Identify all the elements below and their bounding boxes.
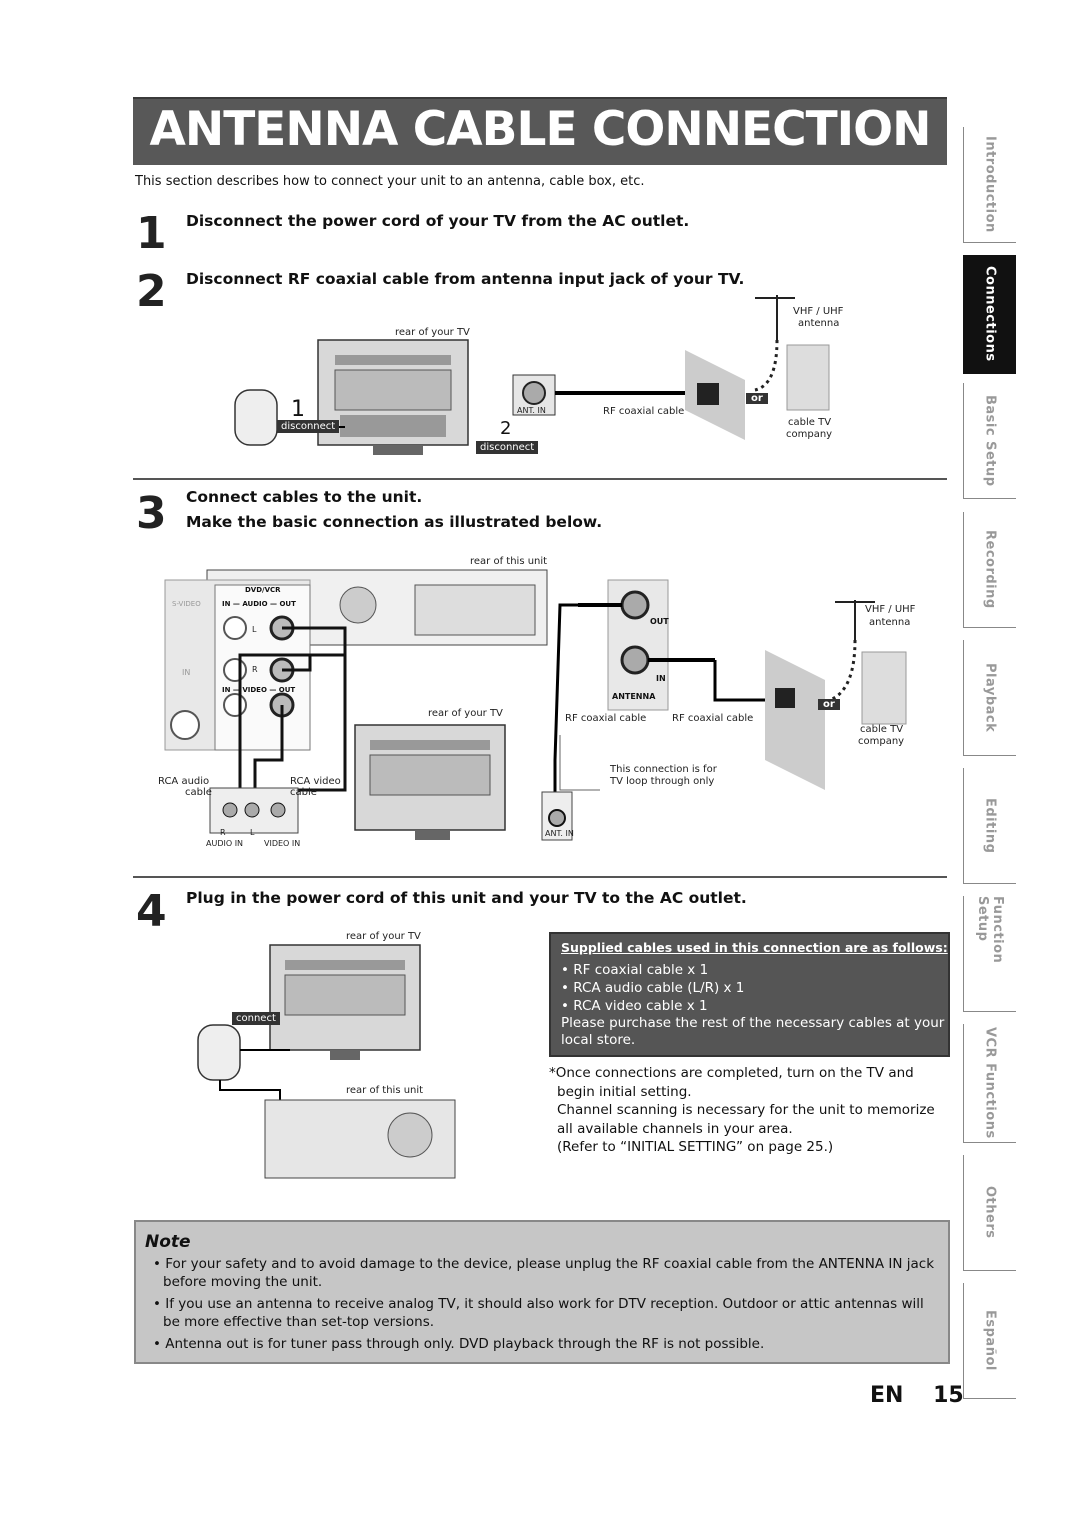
step-3-line2: Make the basic connection as illustrated…	[186, 513, 603, 531]
cable-tv-building-icon-2	[861, 651, 907, 725]
supplied-purchase-note: Please purchase the rest of the necessar…	[561, 1015, 945, 1048]
step-2-text: Disconnect RF coaxial cable from antenna…	[186, 270, 745, 288]
supplied-item-2: • RCA audio cable (L/R) x 1	[561, 980, 745, 996]
wall-outlet-icon	[234, 389, 278, 446]
video-in-label: VIDEO IN	[264, 839, 301, 848]
rear-tv-label-2: rear of your TV	[428, 708, 503, 719]
loop-note-line1: This connection is for	[610, 764, 717, 775]
side-tab-basic-setup[interactable]: Basic Setup	[963, 383, 1016, 499]
note-title: Note	[145, 1232, 191, 1252]
title-banner	[133, 97, 947, 165]
step-4-number: 4	[136, 886, 167, 937]
rear-tv-label-3: rear of your TV	[346, 931, 421, 942]
rca-video-label-1: RCA video	[290, 776, 341, 787]
audio-in-label: AUDIO IN	[206, 839, 244, 848]
or-tag-1: or	[746, 393, 768, 404]
side-tab-function-setup[interactable]: Function Setup	[963, 896, 1016, 1012]
antenna-label-1: antenna	[798, 318, 840, 329]
r-small-label: R	[220, 828, 226, 837]
after-line-4: all available channels in your area.	[557, 1120, 793, 1137]
ant-in-label-2: ANT. IN	[545, 829, 574, 838]
callout-2: 2	[500, 418, 512, 439]
after-line-3: Channel scanning is necessary for the un…	[557, 1102, 935, 1118]
side-tab-playback[interactable]: Playback	[963, 640, 1016, 756]
wall-plate-icon-2	[765, 650, 825, 790]
company-label-1: company	[786, 429, 833, 440]
power-connection-diagram	[197, 944, 456, 1179]
intro-text: This section describes how to connect yo…	[135, 174, 645, 189]
wall-outlet-icon-2	[197, 1024, 241, 1081]
out-label: OUT	[650, 617, 669, 626]
divider-1	[133, 478, 947, 480]
after-line-5: (Refer to “INITIAL SETTING” on page 25.)	[557, 1139, 834, 1155]
side-tab-others[interactable]: Others	[963, 1155, 1016, 1271]
supplied-cables-box: Supplied cables used in this connection …	[549, 932, 950, 1057]
rca-audio-label-1: RCA audio	[158, 776, 210, 787]
supplied-heading: Supplied cables used in this connection …	[561, 940, 948, 955]
step-4-text: Plug in the power cord of this unit and …	[186, 889, 747, 907]
vhf-label-1: VHF / UHF	[793, 306, 844, 317]
note-item-1: • For your safety and to avoid damage to…	[153, 1256, 935, 1290]
side-tab-recording[interactable]: Recording	[963, 512, 1016, 628]
note-list: • For your safety and to avoid damage to…	[145, 1255, 937, 1353]
side-tab-vcr-functions[interactable]: VCR Functions	[963, 1024, 1016, 1143]
disconnect-tag-2: disconnect	[476, 441, 539, 454]
in-label-2: IN	[656, 674, 666, 683]
cable-tv-building-icon	[786, 344, 830, 411]
step-2-number: 2	[136, 266, 167, 317]
disconnect-diagram	[234, 295, 830, 455]
basic-connection-diagram	[164, 569, 907, 841]
rf-cable-label-1: RF coaxial cable	[603, 406, 685, 417]
cable-tv-label-1: cable TV	[788, 417, 832, 428]
rear-unit-label-3: rear of this unit	[346, 1085, 424, 1096]
note-item-3: • Antenna out is for tuner pass through …	[153, 1336, 765, 1352]
after-line-2: begin initial setting.	[557, 1083, 692, 1100]
ant-in-label-1: ANT. IN	[517, 406, 546, 415]
l-small-label: L	[250, 828, 255, 837]
rca-audio-label-2: cable	[185, 787, 212, 798]
audio-row-label: IN — AUDIO — OUT	[222, 600, 296, 608]
step-3-number: 3	[136, 488, 167, 539]
disconnect-tag-1: disconnect	[277, 420, 340, 433]
rear-unit-label-2: rear of this unit	[470, 556, 548, 567]
video-row-label: IN — VIDEO — OUT	[222, 686, 296, 694]
company-label-2: company	[858, 736, 905, 747]
loop-note-line2: TV loop through only	[610, 776, 715, 787]
note-item-2: • If you use an antenna to receive analo…	[153, 1296, 924, 1330]
or-tag-2: or	[818, 699, 840, 710]
page-footer: EN 15	[870, 1383, 964, 1408]
r-label: R	[252, 665, 258, 674]
page-title: ANTENNA CABLE CONNECTION	[149, 102, 932, 157]
after-line-1: *Once connections are completed, turn on…	[549, 1065, 914, 1081]
supplied-item-1: • RF coaxial cable x 1	[561, 962, 709, 978]
rf-cable-label-2a: RF coaxial cable	[565, 713, 647, 724]
note-box	[134, 1220, 950, 1364]
page-number: 15	[933, 1383, 964, 1408]
vhf-label-2: VHF / UHF	[865, 604, 916, 615]
l-label: L	[252, 625, 257, 634]
rf-cable-label-2b: RF coaxial cable	[672, 713, 754, 724]
side-tab-connections[interactable]: Connections	[963, 255, 1016, 374]
antenna-panel-label: ANTENNA	[612, 692, 656, 701]
side-tab-introduction[interactable]: Introduction	[963, 127, 1016, 243]
step-3-line1: Connect cables to the unit.	[186, 488, 423, 506]
side-tab-espanol[interactable]: Español	[963, 1283, 1016, 1399]
s-video-label: S-VIDEO	[172, 600, 201, 608]
supplied-item-3: • RCA video cable x 1	[561, 998, 708, 1014]
rca-video-label-2: cable	[290, 787, 317, 798]
dvd-vcr-label: DVD/VCR	[245, 586, 281, 594]
in-label: IN	[182, 668, 191, 677]
step-1-number: 1	[136, 208, 167, 259]
after-connection-text: *Once connections are completed, turn on…	[549, 1064, 949, 1157]
divider-2	[133, 876, 947, 878]
rear-tv-label-1: rear of your TV	[395, 327, 470, 338]
antenna-label-2: antenna	[869, 617, 911, 628]
callout-1: 1	[291, 397, 305, 422]
connect-tag: connect	[232, 1012, 280, 1025]
side-tab-editing[interactable]: Editing	[963, 768, 1016, 884]
step-1-text: Disconnect the power cord of your TV fro…	[186, 212, 690, 230]
cable-tv-label-2: cable TV	[860, 724, 904, 735]
language-code: EN	[870, 1383, 904, 1408]
